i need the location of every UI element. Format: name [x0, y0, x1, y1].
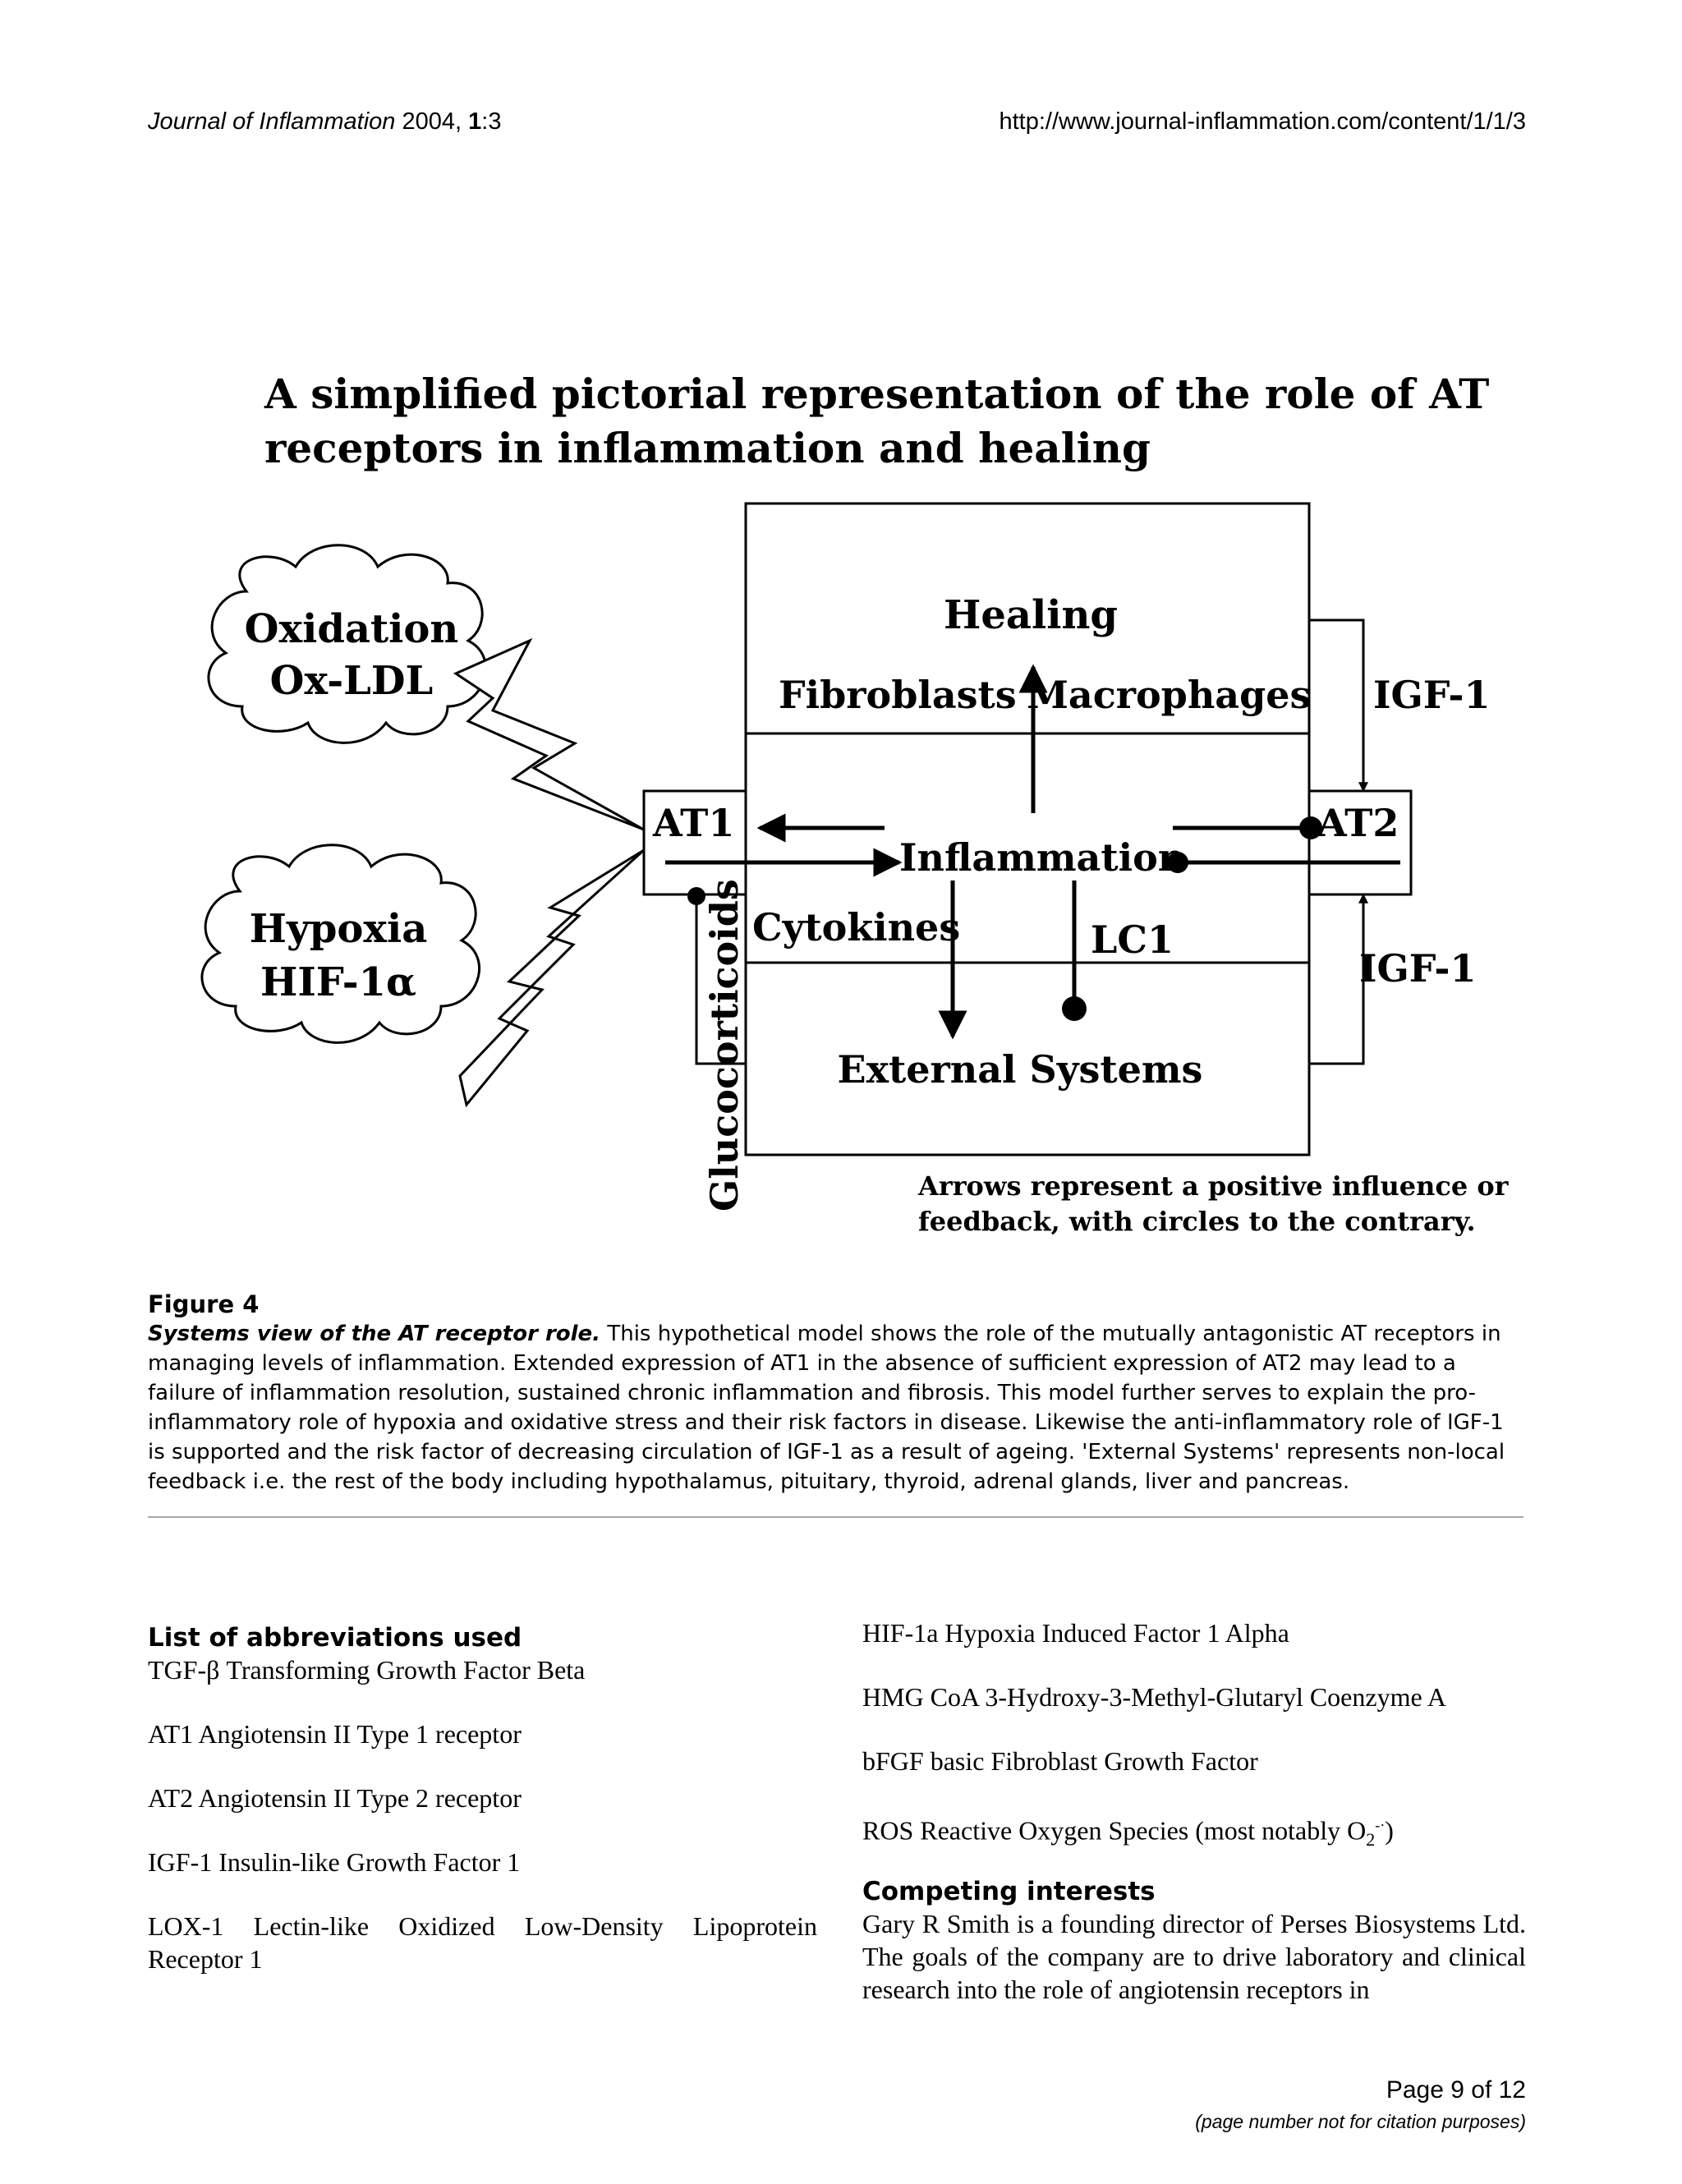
label-external-systems: External Systems — [838, 1047, 1203, 1092]
abbreviation-item-ros: ROS Reactive Oxygen Species (most notabl… — [862, 1809, 1526, 1856]
label-igf1-bottom: IGF-1 — [1359, 946, 1477, 991]
running-header-citation: Journal of Inflammation 2004, 1:3 — [148, 108, 501, 136]
figure-label: Figure 4 — [148, 1290, 260, 1318]
competing-interests-heading: Competing interests — [862, 1877, 1156, 1907]
journal-name: Journal of Inflammation — [148, 108, 396, 135]
label-lc1: LC1 — [1091, 917, 1174, 962]
igf1-bottom-loop — [1309, 893, 1368, 1065]
igf1-top-loop — [1309, 618, 1368, 793]
label-at2: AT2 — [1317, 801, 1399, 845]
abbreviation-item: LOX-1 Lectin-like Oxidized Low-Density L… — [148, 1911, 817, 1974]
abbreviations-right-column: HIF-1a Hypoxia Induced Factor 1 Alpha HM… — [862, 1616, 1526, 2006]
page-number: Page 9 of 12 — [1386, 2076, 1526, 2104]
at2-inhibit-dot — [1299, 816, 1322, 839]
abbreviation-item: AT2 Angiotensin II Type 2 receptor — [148, 1783, 522, 1813]
competing-interests-text: Gary R Smith is a founding director of P… — [862, 1909, 1526, 2005]
label-healing: Healing — [944, 592, 1118, 638]
lc1-inhibit-dot — [1062, 996, 1087, 1021]
abbreviation-item: bFGF basic Fibroblast Growth Factor — [862, 1746, 1258, 1776]
label-fibroblasts: Fibroblasts — [779, 673, 1017, 717]
abbreviation-item: HIF-1a Hypoxia Induced Factor 1 Alpha — [862, 1618, 1289, 1648]
label-oxidation: Oxidation — [245, 606, 459, 652]
oxidation-cloud — [207, 544, 488, 744]
caption-text: This hypothetical model shows the role o… — [148, 1322, 1505, 1494]
label-hypoxia: Hypoxia — [250, 906, 428, 952]
glucocorticoids-inhibit-dot — [687, 887, 705, 905]
abbreviation-item: TGF-β Transforming Growth Factor Beta — [148, 1655, 586, 1685]
journal-volume: 1 — [468, 108, 482, 135]
abbreviations-left-column: List of abbreviations used TGF-β Transfo… — [148, 1622, 817, 1975]
diagram-title-line1: A simplified pictorial representation of… — [264, 370, 1489, 418]
ros-suffix: ) — [1385, 1815, 1394, 1846]
label-cytokines: Cytokines — [752, 905, 960, 949]
at1-box — [642, 789, 747, 896]
label-at1: AT1 — [652, 801, 734, 845]
at2-box — [1307, 789, 1413, 896]
abbreviations-heading: List of abbreviations used — [148, 1623, 522, 1653]
caption-title: Systems view of the AT receptor role. — [148, 1322, 601, 1346]
journal-article: :3 — [481, 108, 502, 135]
abbreviation-item: HMG CoA 3-Hydroxy-3-Methyl-Glutaryl Coen… — [862, 1682, 1447, 1712]
abbreviation-item: AT1 Angiotensin II Type 1 receptor — [148, 1719, 522, 1749]
legend-line1: Arrows represent a positive influence or — [917, 1170, 1510, 1202]
hypoxia-cloud — [200, 844, 481, 1044]
figure-caption: Figure 4 Systems view of the AT receptor… — [148, 1290, 1523, 1497]
label-inflammation: Inflammation — [899, 835, 1185, 880]
ros-superscript: -· — [1375, 1817, 1386, 1833]
hypoxia-lightning-icon — [458, 848, 646, 1108]
glucocorticoids-loop — [695, 894, 746, 1065]
diagram-title-line2: receptors in inflammation and healing — [264, 424, 1151, 472]
label-igf1-top: IGF-1 — [1373, 673, 1491, 717]
label-glucocorticoids: Glucocorticoids — [702, 879, 747, 1212]
label-hif: HIF-1α — [260, 959, 416, 1005]
label-ox-ldl: Ox-LDL — [270, 658, 434, 704]
label-macrophages: Macrophages — [1027, 673, 1311, 717]
inflammation-inhibit-dot — [1167, 852, 1188, 873]
journal-year: 2004, — [395, 108, 469, 135]
legend-line2: feedback, with circles to the contrary. — [918, 1206, 1476, 1237]
header-url[interactable]: http://www.journal-inflammation.com/cont… — [999, 108, 1526, 135]
oxidation-lightning-icon — [453, 637, 645, 831]
ros-subscript: 2 — [1366, 1829, 1376, 1851]
figure-4-diagram: A simplified pictorial representation of… — [200, 370, 1510, 1237]
ros-text: ROS Reactive Oxygen Species (most notabl… — [862, 1815, 1367, 1846]
page-number-note: (page number not for citation purposes) — [1195, 2111, 1526, 2132]
caption-divider — [148, 1516, 1523, 1518]
abbreviation-item: IGF-1 Insulin-like Growth Factor 1 — [148, 1847, 521, 1877]
